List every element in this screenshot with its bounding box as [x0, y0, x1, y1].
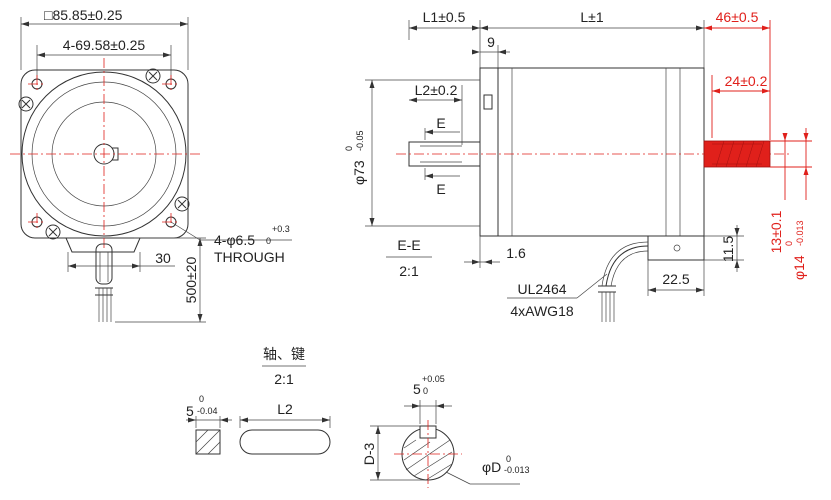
- key-length-label: 24±0.2: [725, 73, 768, 89]
- pilot-height-label: 1.6: [506, 245, 526, 261]
- hole-tol-upper: +0.3: [272, 224, 290, 234]
- hole-dia-label: 4-φ6.5: [214, 232, 255, 248]
- L-label: L±1: [580, 9, 603, 25]
- shaft-key-view: 轴、键 2:1 5 0 -0.04 L2: [186, 346, 530, 488]
- hole-tol-lower: 0: [266, 236, 271, 246]
- key-plan: [239, 429, 331, 455]
- screw-icon: [45, 224, 61, 240]
- connector-height-label: 11.5: [720, 236, 736, 262]
- L2-label: L2±0.2: [415, 82, 458, 98]
- section-title: E-E: [397, 237, 420, 253]
- hole-pitch-label: 4-69.58±0.25: [63, 37, 146, 53]
- key-width-label: 5 0 -0.04: [186, 394, 218, 419]
- detail-scale: 2:1: [274, 371, 294, 387]
- cable-spec-label: 4xAWG18: [510, 303, 573, 319]
- flange-step-label: 9: [487, 34, 495, 50]
- svg-text:φ73: φ73: [351, 160, 367, 185]
- hole-note-label: THROUGH: [214, 249, 285, 265]
- square-size-label: □85.85±0.25: [44, 7, 123, 23]
- svg-text:-0.013: -0.013: [504, 465, 530, 475]
- front-flange: [20, 69, 189, 239]
- svg-text:0: 0: [344, 146, 354, 151]
- connector-length-label: 22.5: [662, 271, 689, 287]
- cable-type-label: UL2464: [517, 281, 566, 297]
- svg-text:0: 0: [423, 386, 428, 396]
- svg-text:φ14: φ14: [791, 255, 807, 280]
- svg-text:0: 0: [506, 454, 511, 464]
- slot-width-label: 5 +0.05 0: [413, 374, 445, 397]
- section-scale: 2:1: [399, 263, 419, 279]
- body-dia-label: φ73 0 -0.05: [344, 130, 367, 185]
- key-height-label: 13±0.1: [768, 210, 784, 253]
- output-shaft: [703, 140, 771, 168]
- motor-flange: [479, 67, 499, 237]
- svg-text:5: 5: [186, 403, 194, 419]
- section-mark-top: E: [436, 115, 445, 131]
- detail-title: 轴、键: [263, 346, 305, 362]
- screw-icon: [18, 96, 34, 112]
- svg-text:0: 0: [784, 241, 794, 246]
- svg-text:φD: φD: [482, 459, 501, 475]
- cable-housing: [65, 237, 141, 253]
- cable-width-label: 30: [155, 250, 171, 266]
- section-mark-bottom: E: [436, 181, 445, 197]
- side-view: L1±0.5 L±1 46±0.5 24±0.2 9: [344, 9, 812, 322]
- key-length-detail: L2: [277, 401, 293, 417]
- svg-text:-0.05: -0.05: [355, 130, 365, 151]
- svg-text:0: 0: [199, 394, 204, 404]
- shaft-d-label: φD 0 -0.013: [482, 454, 530, 475]
- screw-icon: [174, 196, 190, 212]
- flat-depth-label: D-3: [361, 443, 377, 466]
- svg-text:5: 5: [413, 381, 421, 397]
- screw-icon: [145, 68, 161, 84]
- shaft-length-label: 46±0.5: [716, 9, 759, 25]
- connector: [647, 235, 705, 261]
- svg-text:-0.04: -0.04: [197, 406, 218, 416]
- motor-body: [497, 67, 705, 237]
- L1-label: L1±0.5: [423, 9, 466, 25]
- cable-length-label: 500±20: [183, 256, 199, 303]
- svg-text:+0.05: +0.05: [422, 374, 445, 384]
- front-view: □85.85±0.25 4-69.58±0.25: [10, 7, 292, 323]
- svg-text:-0.013: -0.013: [795, 220, 805, 246]
- shaft-dia-label: φ14 0 -0.013: [784, 220, 807, 280]
